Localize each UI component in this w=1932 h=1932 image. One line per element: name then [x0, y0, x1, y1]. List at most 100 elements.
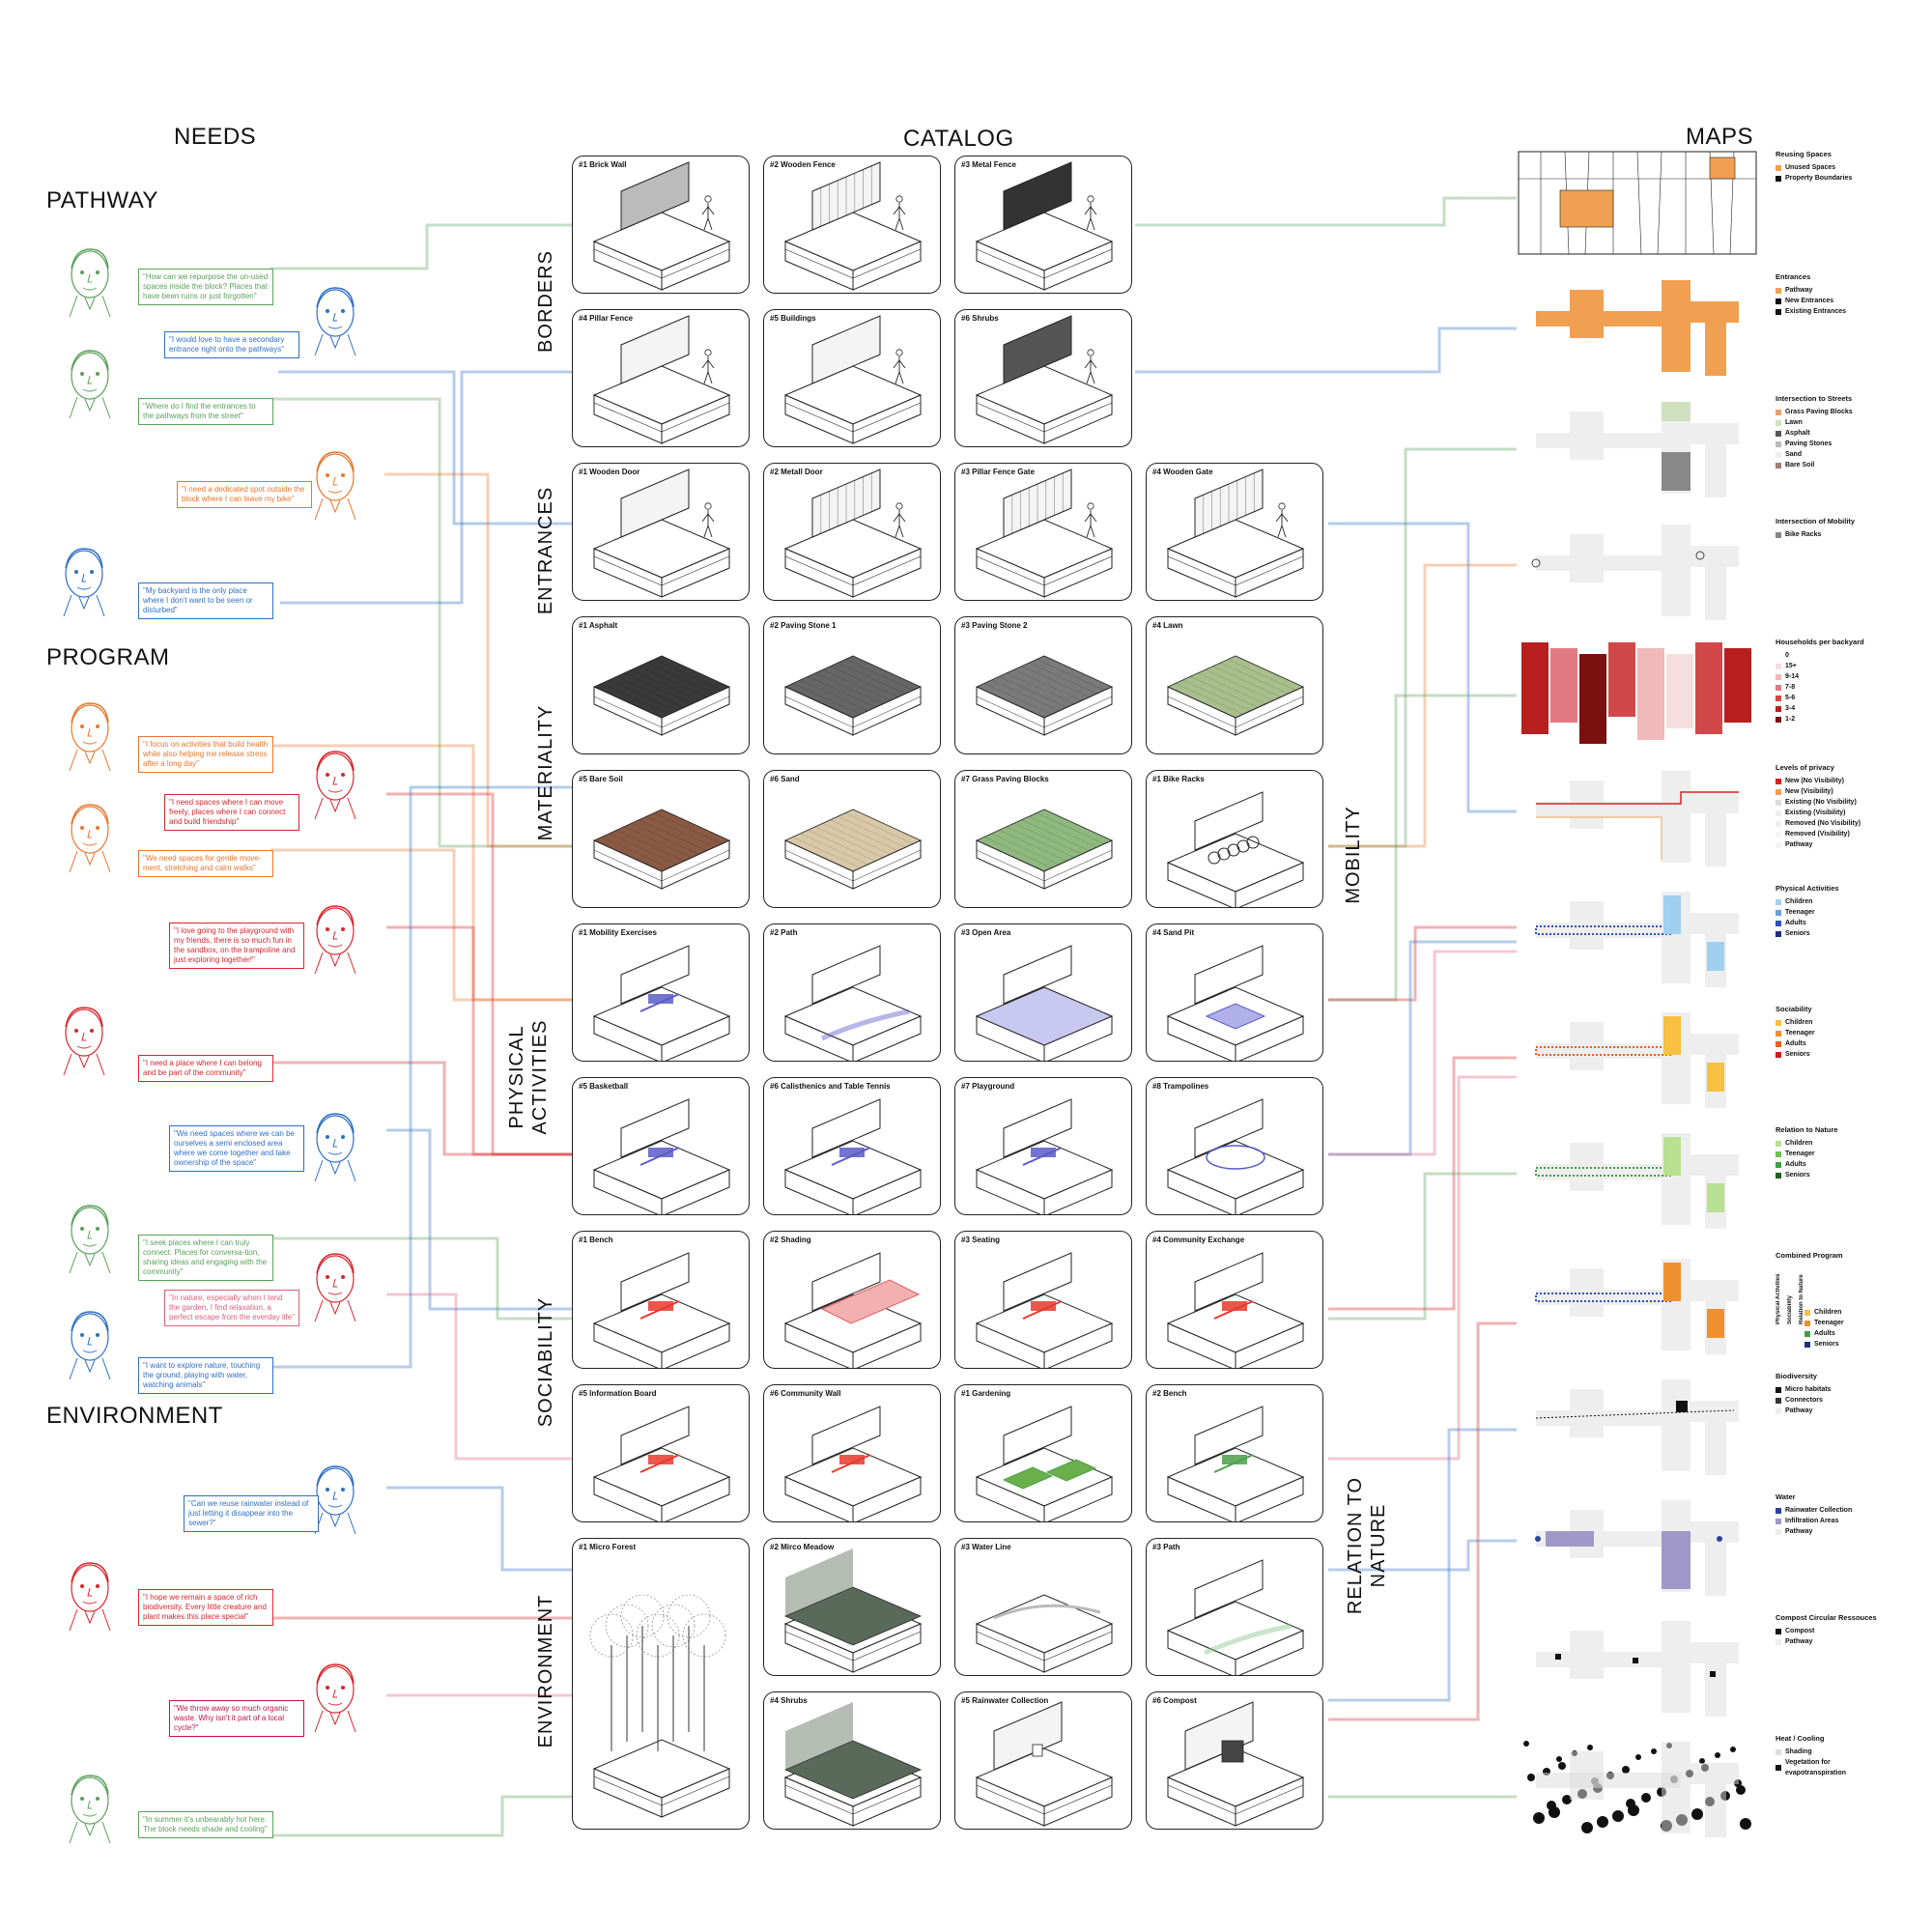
isometric-model-icon: [592, 1406, 731, 1521]
catalog-card[interactable]: #1 Bike Racks: [1146, 770, 1323, 908]
catalog-card[interactable]: #6 Calisthenics and Table Tennis: [763, 1077, 941, 1215]
catalog-card[interactable]: #5 Information Board: [572, 1384, 750, 1522]
maps-title: MAPS: [1686, 124, 1754, 150]
legend-label: Children: [1785, 898, 1813, 905]
catalog-card[interactable]: #1 Mobility Exercises: [572, 923, 750, 1062]
catalog-card[interactable]: #5 Basketball: [572, 1077, 750, 1215]
legend-title: Relation to Nature: [1776, 1125, 1838, 1134]
connection-line: [272, 397, 572, 848]
catalog-card[interactable]: #2 Mirco Meadow: [763, 1538, 941, 1676]
catalog-card-label: #1 Bike Racks: [1152, 775, 1205, 783]
section-environment: ENVIRONMENT: [46, 1403, 223, 1429]
quote-bubble: "I seek places where I can truly connect…: [138, 1235, 273, 1281]
person-sketch-icon: [314, 287, 356, 356]
quote-bubble: "In nature, especially when I tend the g…: [164, 1290, 299, 1326]
catalog-card[interactable]: #3 Seating: [954, 1231, 1132, 1369]
person-sketch-icon: [314, 451, 356, 521]
legend-label: Compost: [1785, 1628, 1815, 1634]
person-sketch-icon: [69, 1562, 111, 1632]
catalog-card[interactable]: #3 Open Area: [954, 923, 1132, 1062]
legend-item: Sand: [1776, 449, 1891, 460]
quote-bubble: "I need a dedicated spot outside the blo…: [177, 481, 312, 508]
catalog-card[interactable]: #1 Asphalt: [572, 616, 750, 754]
legend-title: Intersection to Streets: [1776, 394, 1853, 403]
quote-bubble: "My backyard is the only place where I d…: [138, 582, 273, 619]
catalog-card[interactable]: #7 Grass Paving Blocks: [954, 770, 1132, 908]
catalog-card[interactable]: #4 Community Exchange: [1146, 1231, 1323, 1369]
catalog-card[interactable]: #3 Pillar Fence Gate: [954, 463, 1132, 601]
catalog-card[interactable]: #2 Wooden Fence: [763, 156, 941, 294]
catalog-card[interactable]: #2 Shading: [763, 1231, 941, 1369]
catalog-card[interactable]: #8 Trampolines: [1146, 1077, 1323, 1215]
block-map: [1535, 1500, 1739, 1596]
catalog-card[interactable]: #4 Shrubs: [763, 1691, 941, 1830]
catalog-card[interactable]: #6 Compost: [1146, 1691, 1323, 1830]
catalog-card-label: #5 Basketball: [579, 1082, 629, 1091]
legend-item: Property Boundaries: [1776, 173, 1891, 184]
catalog-card[interactable]: #1 Micro Forest: [572, 1538, 750, 1830]
legend-item: New Entrances: [1776, 296, 1891, 306]
catalog-card[interactable]: #4 Lawn: [1146, 616, 1323, 754]
catalog-card[interactable]: #4 Sand Pit: [1146, 923, 1323, 1062]
legend-swatch: [1776, 409, 1781, 415]
person-sketch-icon: [69, 702, 111, 772]
legend-swatch: [1776, 788, 1781, 795]
legend-label: Paving Stones: [1785, 440, 1833, 447]
catalog-card-label: #5 Bare Soil: [579, 775, 623, 783]
legend-swatch: [1776, 164, 1781, 171]
legend-swatch: [1776, 684, 1781, 691]
legend-label: Children: [1785, 1019, 1813, 1026]
catalog-card[interactable]: #6 Community Wall: [763, 1384, 941, 1522]
catalog-card[interactable]: #5 Bare Soil: [572, 770, 750, 908]
isometric-model-icon: [975, 1252, 1114, 1368]
catalog-card[interactable]: #4 Pillar Fence: [572, 309, 750, 447]
catalog-card[interactable]: #3 Water Line: [954, 1538, 1132, 1676]
catalog-card[interactable]: #2 Metall Door: [763, 463, 941, 601]
catalog-card[interactable]: #2 Paving Stone 1: [763, 616, 941, 754]
legend-label: 1-2: [1785, 716, 1796, 723]
isometric-model-icon: [783, 161, 923, 291]
catalog-card[interactable]: #2 Path: [763, 923, 941, 1062]
legend-swatch: [1804, 1309, 1810, 1316]
catalog-card[interactable]: #6 Sand: [763, 770, 941, 908]
legend-label: Adults: [1785, 1040, 1806, 1047]
connection-line: [280, 370, 572, 605]
legend-item: Teenager: [1776, 1149, 1891, 1159]
catalog-card[interactable]: #2 Bench: [1146, 1384, 1323, 1522]
catalog-card[interactable]: #7 Playground: [954, 1077, 1132, 1215]
legend-label: Pathway: [1785, 841, 1813, 848]
legend-swatch: [1776, 778, 1781, 784]
catalog-card[interactable]: #1 Bench: [572, 1231, 750, 1369]
block-map: [1536, 1621, 1739, 1717]
legend-item: 1-2: [1776, 714, 1891, 724]
catalog-card[interactable]: #6 Shrubs: [954, 309, 1132, 447]
legend-swatch: [1776, 652, 1781, 659]
quote-bubble: "How can we repurpose the un-used spaces…: [138, 269, 273, 305]
isometric-model-icon: [1166, 1406, 1305, 1521]
catalog-card[interactable]: #4 Wooden Gate: [1146, 463, 1323, 601]
catalog-card[interactable]: #1 Gardening: [954, 1384, 1132, 1522]
catalog-card[interactable]: #3 Paving Stone 2: [954, 616, 1132, 754]
catalog-card-label: #1 Micro Forest: [579, 1543, 637, 1551]
catalog-card[interactable]: #1 Wooden Door: [572, 463, 750, 601]
legend-label: New (No Visibility): [1785, 778, 1844, 784]
catalog-card[interactable]: #1 Brick Wall: [572, 156, 750, 294]
catalog-card[interactable]: #5 Rainwater Collection: [954, 1691, 1132, 1830]
legend-swatch: [1776, 820, 1781, 827]
catalog-card-label: #5 Information Board: [579, 1389, 657, 1398]
block-map: [1535, 1259, 1739, 1354]
label-sociability: SOCIABILITY: [535, 1296, 556, 1428]
catalog-card[interactable]: #3 Metal Fence: [954, 156, 1132, 294]
legend-label: Adults: [1785, 920, 1806, 926]
isometric-model-icon: [1166, 1252, 1305, 1368]
legend-title: Heat / Cooling: [1776, 1734, 1825, 1743]
axis-label: Physical Activities: [1776, 1273, 1781, 1324]
legend-label: Seniors: [1785, 1051, 1810, 1058]
catalog-card[interactable]: #3 Path: [1146, 1538, 1323, 1676]
legend-item: 3-4: [1776, 703, 1891, 714]
catalog-card[interactable]: #5 Buildings: [763, 309, 941, 447]
